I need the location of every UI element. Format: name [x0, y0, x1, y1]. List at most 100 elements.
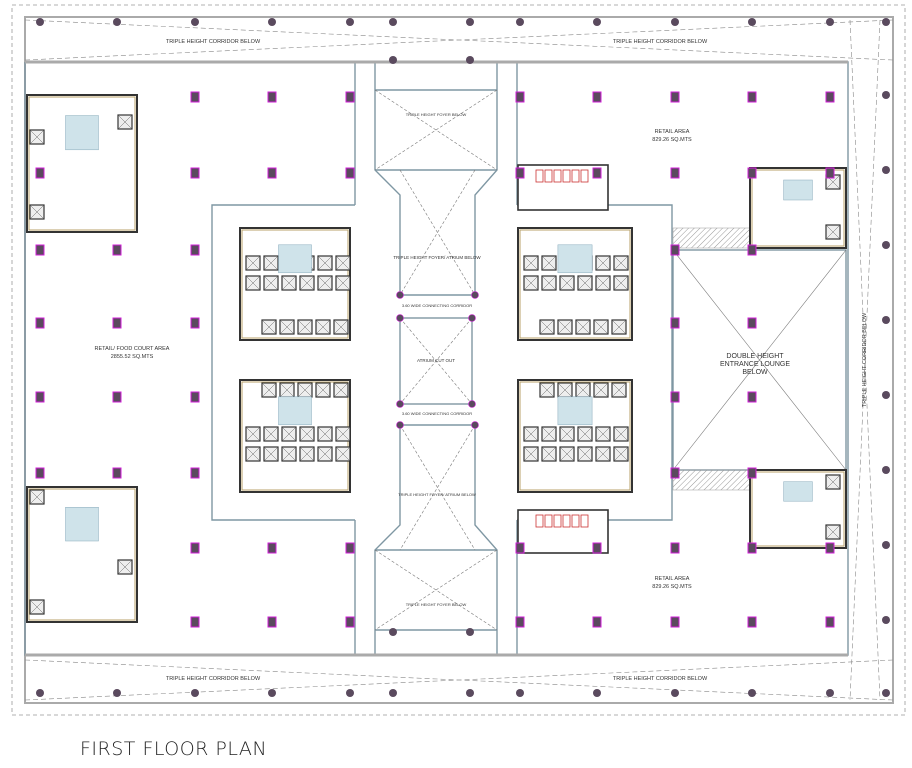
interior-column	[190, 317, 200, 329]
label-retail-top-right-area: 829.26 SQ.MTS	[652, 137, 692, 143]
label-foyer-top: TRIPLE HEIGHT FOYER BELOW	[406, 112, 467, 117]
interior-column	[35, 317, 45, 329]
core-block	[26, 94, 138, 233]
label-atrium-top: TRIPLE HEIGHT FOYER/ ATRIUM BELOW	[393, 255, 481, 260]
lift-cross	[279, 319, 295, 335]
lift-cross	[557, 382, 573, 398]
label-retail-top-right: RETAIL AREA	[655, 129, 690, 135]
perimeter-column	[882, 689, 890, 697]
staircase	[278, 244, 312, 274]
toilet-cubicle	[580, 169, 589, 183]
interior-column	[267, 167, 277, 179]
service-cores	[26, 94, 847, 623]
lift-cross	[333, 382, 349, 398]
lift-cross	[577, 426, 593, 442]
lift-cross	[117, 559, 133, 575]
lift-cross	[317, 275, 333, 291]
lift-cross	[333, 319, 349, 335]
interior-column	[35, 467, 45, 479]
label-corridor-bottom-left: TRIPLE HEIGHT CORRIDOR BELOW	[166, 676, 261, 682]
interior-column	[515, 91, 525, 103]
perimeter-column	[882, 166, 890, 174]
lift-cross	[541, 275, 557, 291]
lift-cross	[335, 275, 351, 291]
atrium-column	[471, 421, 479, 429]
interior-column	[345, 616, 355, 628]
lift-cross	[559, 426, 575, 442]
toilet-cubicle	[544, 514, 553, 528]
label-corridor-top-left: TRIPLE HEIGHT CORRIDOR BELOW	[166, 39, 261, 45]
lift-cross	[593, 319, 609, 335]
toilet-cubicle	[571, 514, 580, 528]
atrium-column	[396, 291, 404, 299]
interior-column	[825, 542, 835, 554]
perimeter-column	[882, 18, 890, 26]
lift-cross	[317, 446, 333, 462]
core-trim	[519, 229, 631, 339]
toilet-cubicle	[553, 169, 562, 183]
core-block	[749, 167, 847, 249]
perimeter-column	[389, 628, 397, 636]
perimeter-column	[882, 241, 890, 249]
lift-cross	[613, 275, 629, 291]
lift-cross	[539, 319, 555, 335]
lift-cross	[557, 319, 573, 335]
interior-column	[670, 317, 680, 329]
interior-column	[190, 616, 200, 628]
toilet-cubicle	[571, 169, 580, 183]
toilet-cubicle	[562, 169, 571, 183]
lift-cross	[245, 275, 261, 291]
interior-column	[825, 616, 835, 628]
toilet-cubicle	[553, 514, 562, 528]
lift-cross	[595, 255, 611, 271]
label-atrium-cutout: ATRIUM CUT OUT	[417, 358, 455, 363]
lift-cross	[297, 319, 313, 335]
perimeter-column	[389, 18, 397, 26]
interior-column	[190, 542, 200, 554]
perimeter-column	[748, 689, 756, 697]
interior-column	[670, 91, 680, 103]
lift-cross	[317, 426, 333, 442]
lift-cross	[29, 204, 45, 220]
core-block	[26, 486, 138, 623]
lift-cross	[263, 275, 279, 291]
lift-cross	[281, 446, 297, 462]
perimeter-column	[389, 56, 397, 64]
label-lounge-line1: DOUBLE HEIGHT	[726, 353, 784, 360]
toilet-cubicle	[544, 169, 553, 183]
interior-column	[592, 91, 602, 103]
lift-cross	[613, 446, 629, 462]
atrium-column	[396, 421, 404, 429]
label-retail-food-court: RETAIL/ FOOD COURT AREA	[95, 346, 170, 352]
lift-cross	[315, 382, 331, 398]
corridor-dashed-lines	[24, 19, 894, 701]
lift-cross	[825, 524, 841, 540]
perimeter-column	[346, 689, 354, 697]
core-trim	[751, 471, 845, 547]
interior-column	[670, 616, 680, 628]
perimeter-column	[882, 466, 890, 474]
lift-cross	[335, 255, 351, 271]
interior-column	[112, 467, 122, 479]
label-corridor-bottom-right: TRIPLE HEIGHT CORRIDOR BELOW	[613, 676, 708, 682]
perimeter-column	[268, 689, 276, 697]
lift-cross	[577, 446, 593, 462]
lift-cross	[261, 382, 277, 398]
interior-column	[190, 391, 200, 403]
lift-cross	[611, 382, 627, 398]
interior-column	[267, 91, 277, 103]
interior-column	[515, 542, 525, 554]
lift-cross	[297, 382, 313, 398]
interior-column	[35, 244, 45, 256]
lift-cross	[575, 382, 591, 398]
perimeter-column	[748, 18, 756, 26]
staircase	[783, 481, 813, 502]
lift-cross	[117, 114, 133, 130]
structural-columns	[35, 18, 890, 697]
lift-cross	[335, 426, 351, 442]
perimeter-column	[671, 689, 679, 697]
core-trim	[519, 381, 631, 491]
lift-cross	[541, 446, 557, 462]
interior-column	[35, 391, 45, 403]
lift-cross	[577, 275, 593, 291]
